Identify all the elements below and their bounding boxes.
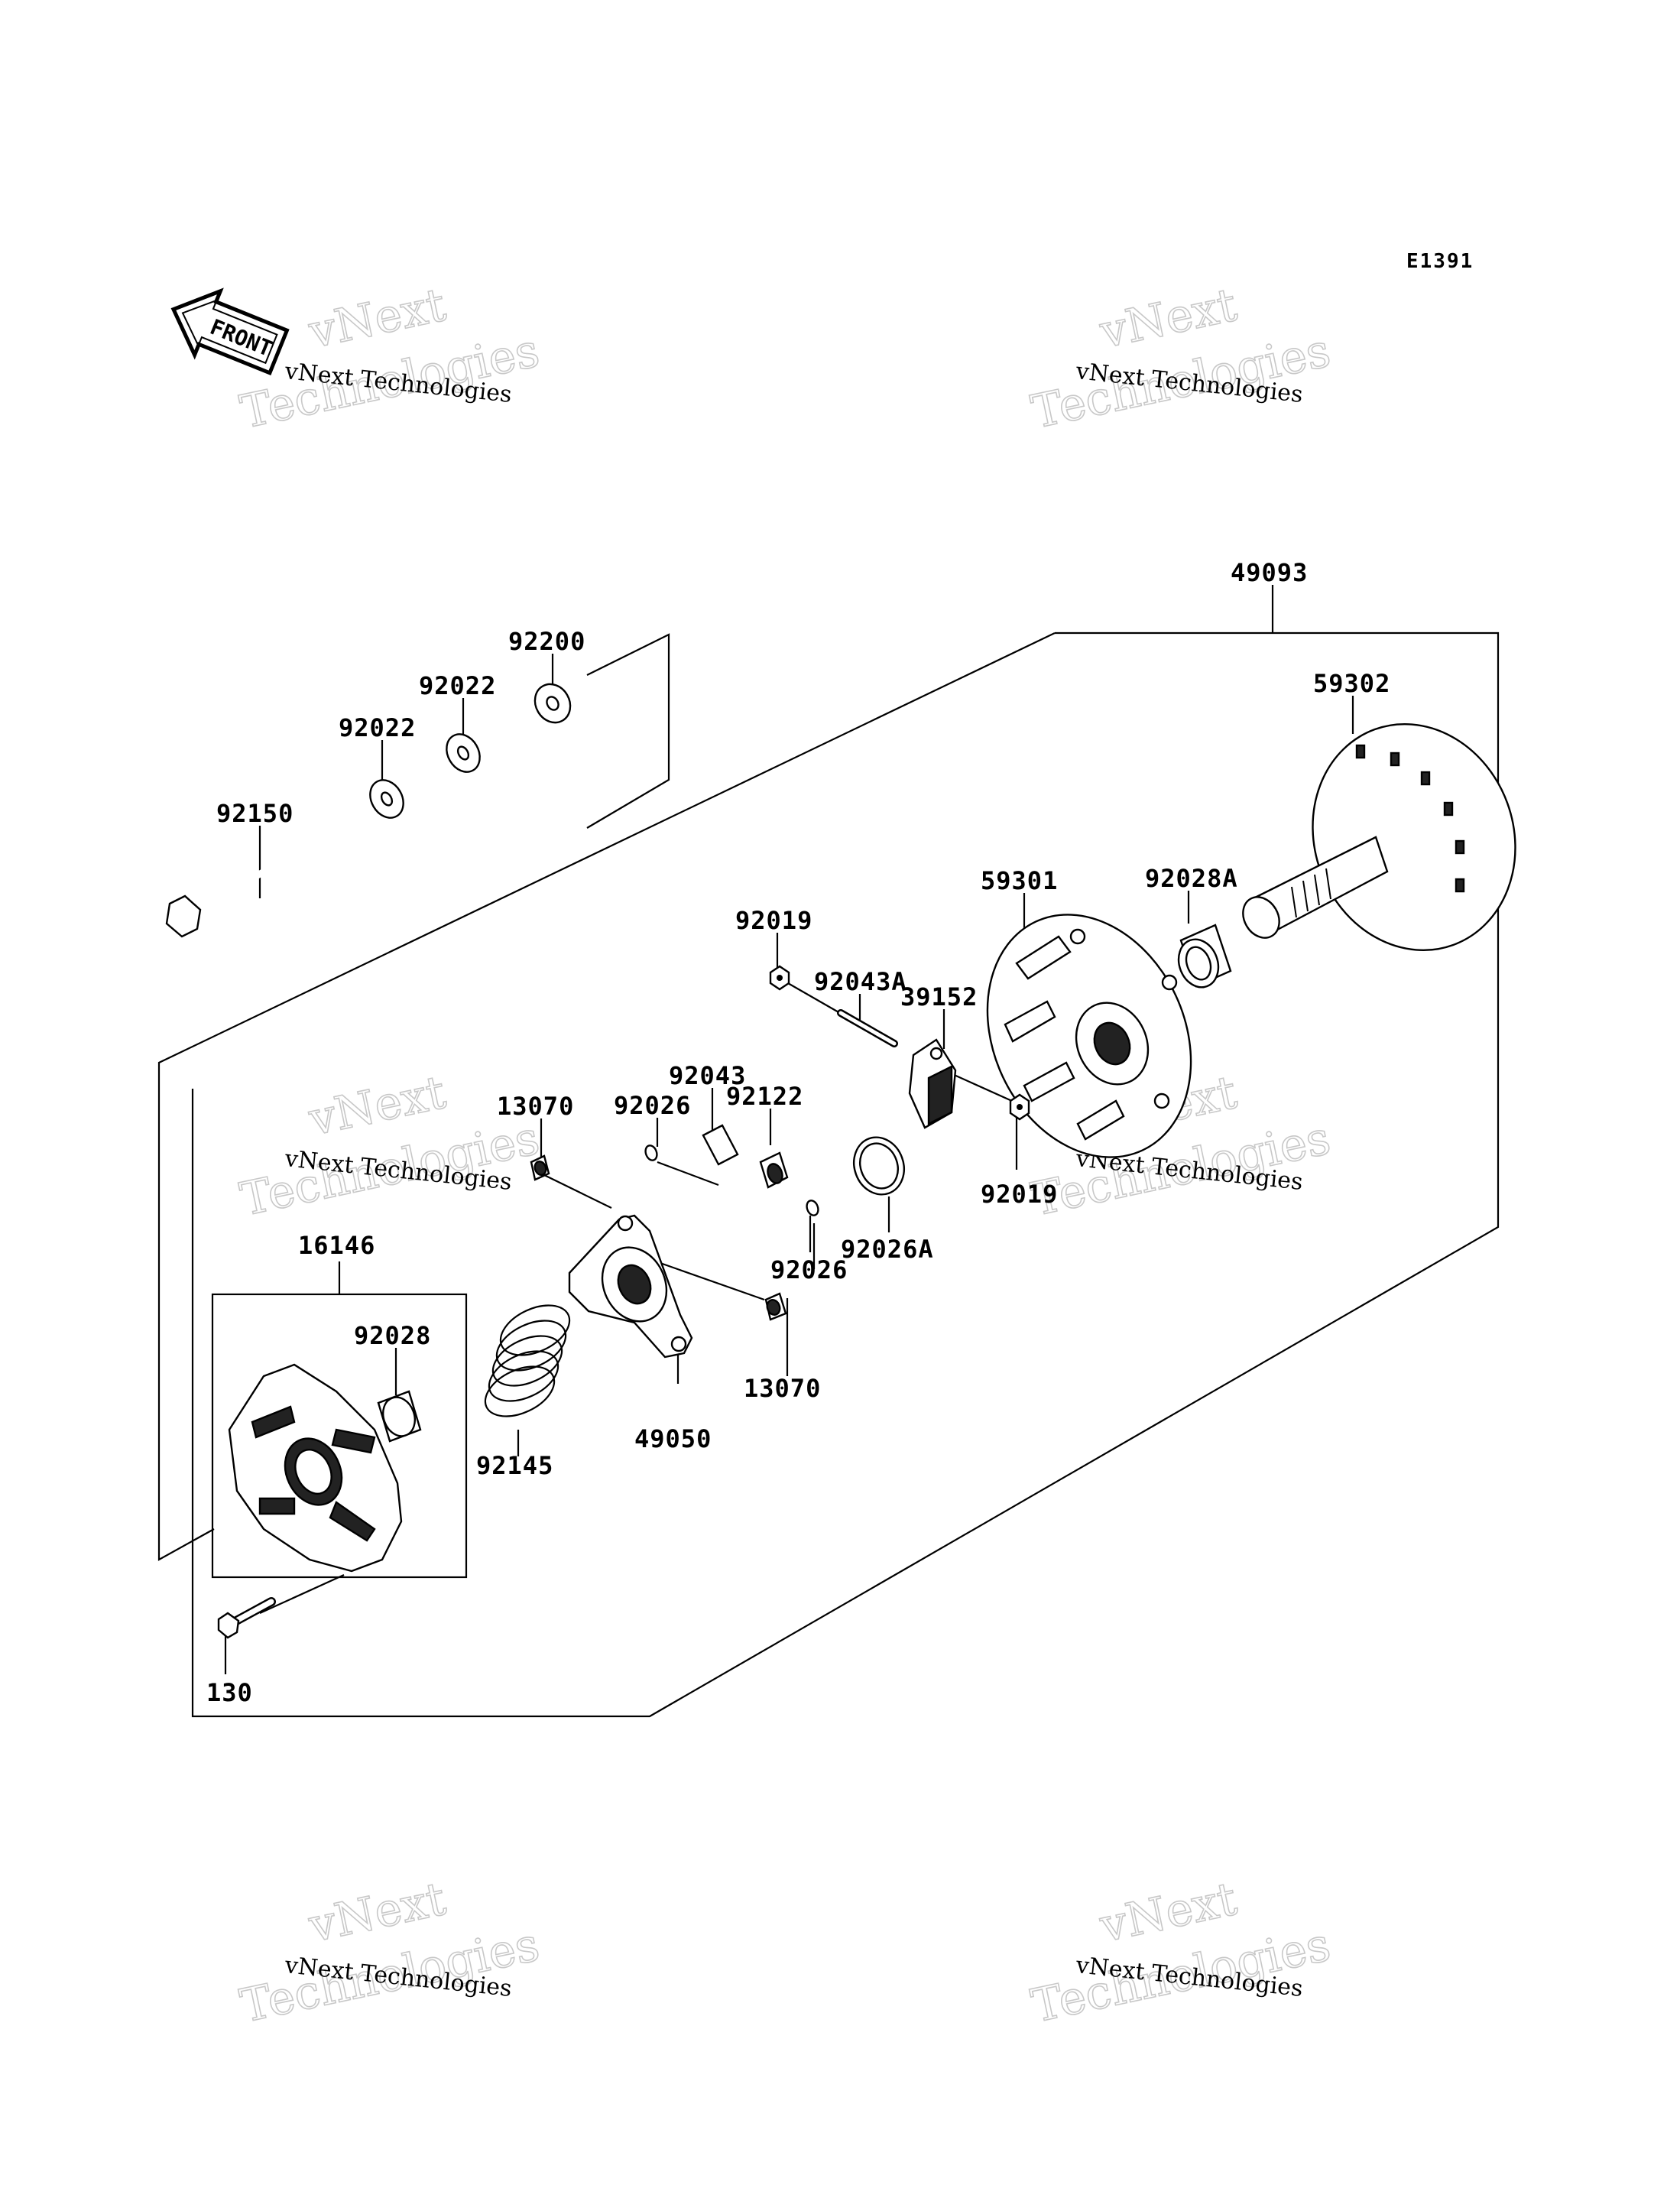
- washer-92022-icon: [446, 733, 481, 773]
- label-92200: 92200: [508, 627, 585, 656]
- watermark-bottom-right: vNext Technologies vNext Technologies: [1026, 1872, 1336, 2034]
- washer-92022-icon: [369, 779, 404, 819]
- fixed-sheave-59302-icon: [1242, 722, 1516, 952]
- bushing-13070-icon: [764, 1292, 787, 1321]
- assembly-frame-49093: [157, 585, 1500, 1718]
- pin-92043A-icon: [837, 1009, 898, 1047]
- bushing-13070-icon: [530, 1154, 550, 1181]
- label-92150: 92150: [216, 799, 294, 828]
- pin-92043-icon: [702, 1124, 739, 1166]
- front-arrow-icon: FRONT: [170, 287, 290, 376]
- washer-92200-icon: [534, 683, 572, 724]
- label-16146: 16146: [298, 1231, 375, 1260]
- roller-92122-icon: [759, 1151, 789, 1189]
- diagram-code: E1391: [1406, 250, 1474, 273]
- nut-92019-icon: [769, 965, 790, 991]
- label-59302: 59302: [1313, 669, 1390, 698]
- part-labels: 49093 59302 92200 92022 92022 92150 5930…: [206, 558, 1390, 1707]
- cover-16146-icon: [228, 1363, 403, 1573]
- label-92026A: 92026A: [841, 1235, 934, 1264]
- nut-92019-icon: [1009, 1093, 1030, 1121]
- label-49050: 49050: [634, 1424, 712, 1453]
- label-92122: 92122: [726, 1082, 803, 1111]
- watermark-mid-left: vNext Technologies vNext Technologies: [235, 1065, 545, 1227]
- label-13070: 13070: [744, 1374, 821, 1403]
- label-92026: 92026: [614, 1091, 691, 1120]
- spider-49050-icon: [568, 1214, 693, 1359]
- label-92043: 92043: [669, 1061, 746, 1090]
- weight-39152-icon: [908, 1038, 957, 1129]
- ring-92026A-icon: [853, 1136, 905, 1196]
- label-59301: 59301: [981, 866, 1058, 895]
- watermark-bottom-left: vNext Technologies vNext Technologies: [235, 1872, 545, 2034]
- label-49093: 49093: [1231, 558, 1308, 587]
- label-92019: 92019: [981, 1180, 1058, 1209]
- clip-92026-icon: [806, 1200, 819, 1216]
- bolt-92150-icon: [165, 831, 332, 938]
- movable-sheave-59301-icon: [986, 914, 1192, 1158]
- label-92043A: 92043A: [814, 967, 907, 996]
- label-13070: 13070: [497, 1092, 574, 1121]
- watermark-top-left: vNext Technologies vNext Technologies: [235, 278, 545, 440]
- label-130: 130: [206, 1678, 253, 1707]
- clip-92026-icon: [644, 1144, 658, 1161]
- label-92028A: 92028A: [1145, 864, 1238, 893]
- label-92026: 92026: [770, 1255, 848, 1284]
- label-39152: 39152: [900, 982, 978, 1011]
- label-92019: 92019: [735, 906, 812, 935]
- label-92022: 92022: [419, 671, 496, 700]
- bushing-92028A-icon: [1177, 924, 1232, 989]
- bolt-130-icon: [217, 1597, 276, 1639]
- watermark-top-right: vNext Technologies vNext Technologies: [1026, 278, 1336, 440]
- label-92145: 92145: [476, 1451, 553, 1480]
- bushing-92028-icon: [377, 1390, 422, 1443]
- spring-92145-icon: [484, 1304, 571, 1417]
- label-92028: 92028: [354, 1321, 431, 1350]
- washer-group-frame: [586, 633, 670, 829]
- label-92022: 92022: [339, 713, 416, 742]
